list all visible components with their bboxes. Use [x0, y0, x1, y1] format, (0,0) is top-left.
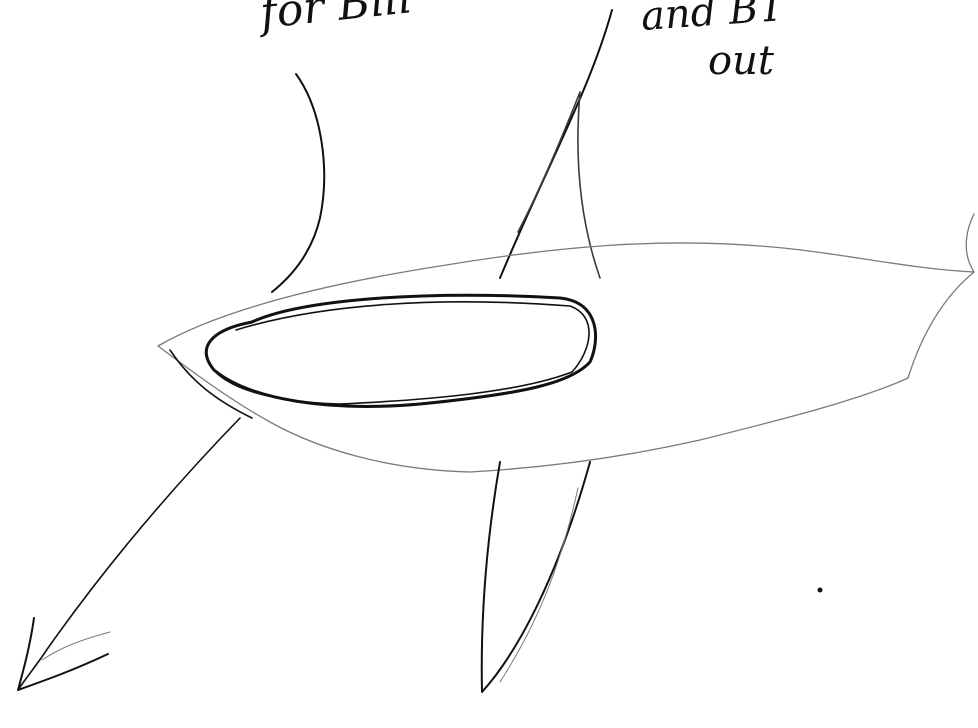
- lower-fin: [482, 462, 590, 692]
- arrow-shaft: [18, 418, 240, 690]
- arrow-faint-stroke: [42, 632, 110, 660]
- annotation-top-right-line1: and BT: [639, 0, 789, 40]
- top-leader-line: [500, 10, 612, 278]
- annotation-top-right-line2: out: [708, 38, 775, 84]
- arrow-head: [18, 618, 108, 690]
- annotation-top-left: for Bill: [255, 0, 415, 39]
- left-leader-curve: [272, 74, 324, 292]
- cockpit-ellipse: [206, 295, 595, 406]
- ink-dot: [818, 588, 823, 593]
- fuselage-outline: [158, 214, 974, 472]
